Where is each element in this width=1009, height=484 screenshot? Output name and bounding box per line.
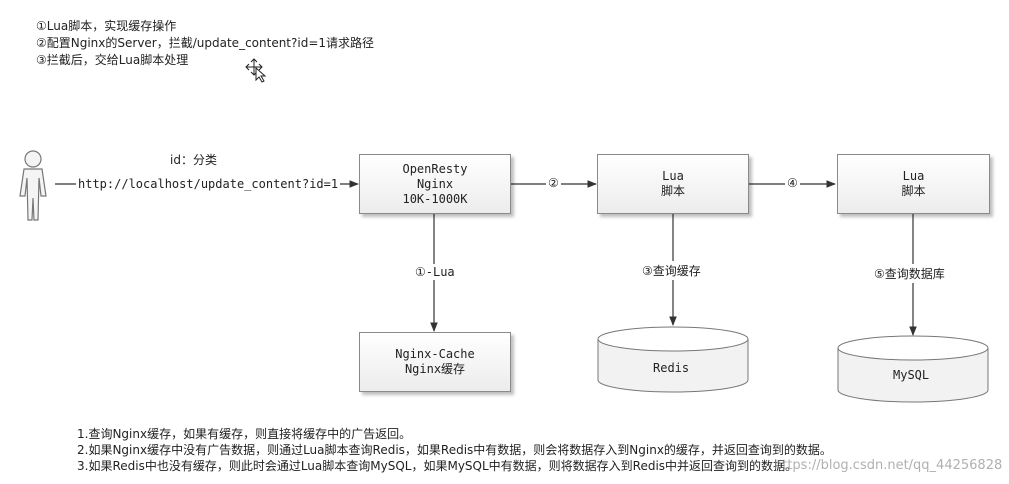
nginx-cache-box: Nginx-Cache Nginx缓存 [359,332,511,392]
box-line: 脚本 [660,184,685,198]
box-line: 脚本 [901,184,926,198]
explanation-line: 3.如果Redis中也没有缓存，则此时会通过Lua脚本查询MySQL，如果MyS… [77,459,798,473]
setup-note: ①Lua脚本，实现缓存操作 [36,19,177,33]
lua-script-box-2: Lua 脚本 [837,154,990,214]
mysql-label: MySQL [893,368,930,382]
lua-script-box-1: Lua 脚本 [597,154,749,214]
openresty-nginx-box: OpenResty Nginx 10K-1000K [359,154,511,214]
edge-label-step2: ② [546,176,561,190]
request-param-label: id：分类 [170,153,217,167]
box-line: Nginx-Cache [395,347,475,361]
mysql-database-icon [837,335,989,403]
move-cursor-icon [245,58,267,83]
box-line: Lua [662,169,684,183]
box-line: Lua [902,169,925,183]
edge-label-step4: ④ [785,176,800,190]
watermark: https://blog.csdn.net/qq_44256828 [774,458,1003,473]
box-line: Nginx缓存 [404,362,466,376]
flow-explanation: 1.查询Nginx缓存，如果有缓存，则直接将缓存中的广告返回。 2.如果Ngin… [77,426,832,474]
setup-note: ②配置Nginx的Server，拦截/update_content?id=1请求… [36,36,375,50]
setup-notes: ①Lua脚本，实现缓存操作 ②配置Nginx的Server，拦截/update_… [36,18,374,69]
explanation-line: 2.如果Nginx缓存中没有广告数据，则通过Lua脚本查询Redis，如果Red… [77,443,832,457]
edge-label-step5: ⑤查询数据库 [872,264,947,283]
box-line: 10K-1000K [402,191,468,206]
box-line: OpenResty [402,161,468,176]
redis-database-icon [597,326,749,393]
edge-label-step3: ③查询缓存 [640,261,703,280]
redis-label: Redis [653,361,690,375]
edge-label-step1: ①-Lua [413,264,457,280]
setup-note: ③拦截后，交给Lua脚本处理 [36,53,189,67]
box-line: Nginx [416,176,454,191]
request-url-label: http://localhost/update_content?id=1 [76,177,341,191]
user-figure-icon [19,150,47,221]
explanation-line: 1.查询Nginx缓存，如果有缓存，则直接将缓存中的广告返回。 [77,427,412,441]
